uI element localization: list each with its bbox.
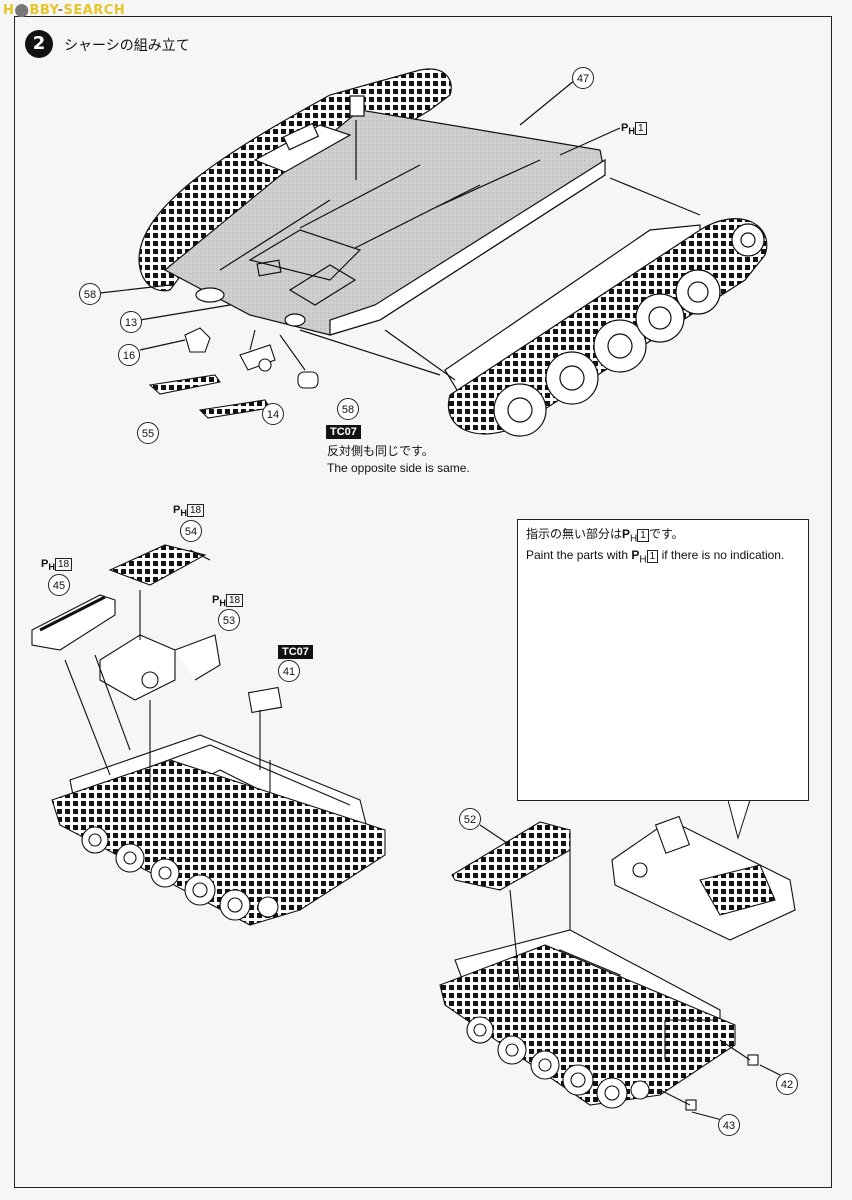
page-frame — [14, 16, 832, 1188]
opposite-side-note-jp: 反対側も同じです。 — [327, 444, 434, 458]
part-callout-47: 47 — [572, 67, 594, 89]
part-callout-54: 54 — [180, 520, 202, 542]
middle-left-assembly — [31, 544, 386, 926]
part-callout-41: 41 — [278, 660, 300, 682]
part-callout-16: 16 — [118, 344, 140, 366]
part-callout-55: 55 — [137, 422, 159, 444]
step-number-badge: 2 — [25, 30, 53, 58]
part-callout-42: 42 — [776, 1073, 798, 1095]
opposite-side-note-en: The opposite side is same. — [327, 461, 470, 475]
tc07-label-middle: TC07 — [278, 645, 313, 659]
top-chassis-assembly — [99, 68, 768, 437]
lower-right-assembly — [439, 815, 796, 1121]
opposite-side-note: 反対側も同じです。 The opposite side is same. — [327, 443, 470, 477]
hobby-search-watermark: H⬤BBY-SEARCH — [3, 3, 126, 18]
step-title: シャーシの組み立て — [64, 38, 190, 54]
part-callout-52: 52 — [459, 808, 481, 830]
part-callout-14: 14 — [262, 403, 284, 425]
part-callout-43: 43 — [718, 1114, 740, 1136]
tc07-label-top: TC07 — [326, 425, 361, 439]
part-callout-53: 53 — [218, 609, 240, 631]
part-callout-58-b: 58 — [337, 398, 359, 420]
part-callout-13: 13 — [120, 311, 142, 333]
small-parts-group — [148, 327, 319, 419]
part-callout-58: 58 — [79, 283, 101, 305]
part-callout-45: 45 — [48, 574, 70, 596]
